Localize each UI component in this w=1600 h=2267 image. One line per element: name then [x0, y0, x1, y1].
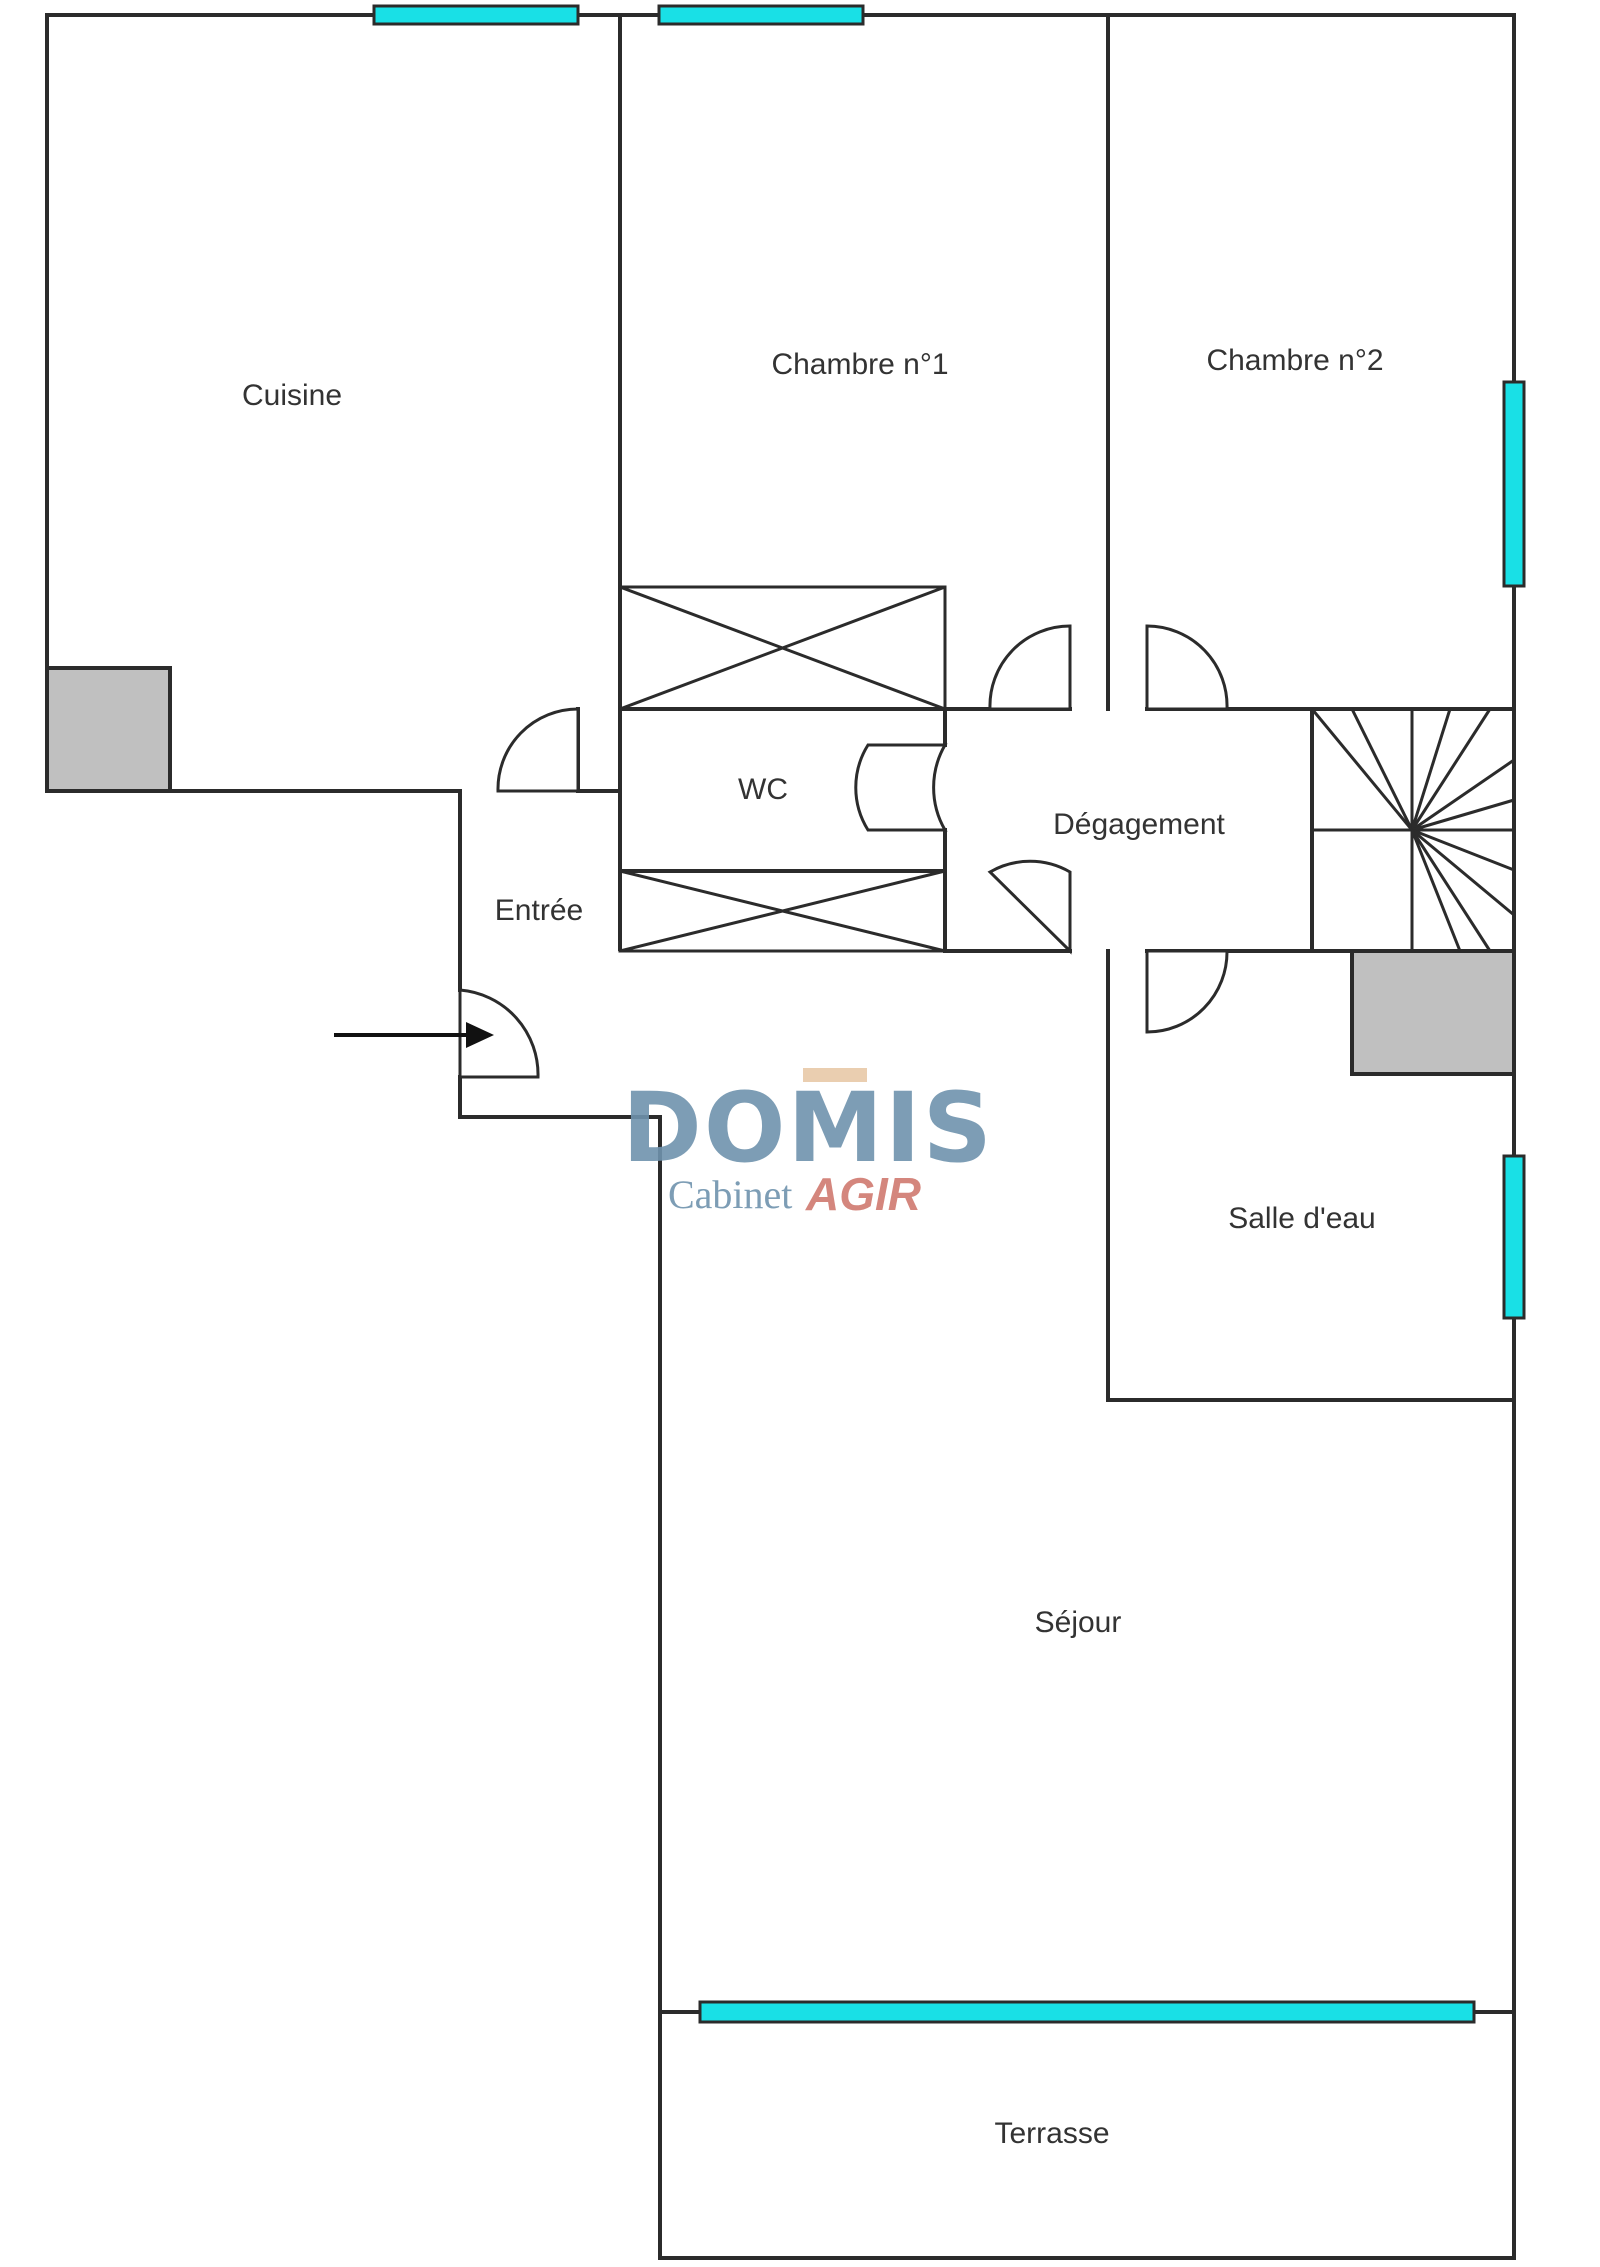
doors	[458, 624, 1229, 1079]
window-chambre1	[657, 4, 865, 26]
duct-salle-deau	[1350, 949, 1516, 1076]
label-sejour: Séjour	[1035, 1606, 1122, 1639]
logo-brand: DOMIS	[622, 1072, 994, 1184]
label-salle-deau: Salle d'eau	[1228, 1202, 1376, 1235]
windows	[372, 4, 1526, 2024]
label-wc: WC	[738, 773, 788, 806]
label-chambre1: Chambre n°1	[771, 348, 948, 381]
window-cuisine	[372, 4, 580, 26]
spiral-staircase-icon	[1310, 708, 1515, 952]
logo-agir: AGIR	[805, 1168, 921, 1220]
closets	[618, 585, 947, 953]
logo-accent-bar	[803, 1068, 867, 1082]
window-sejour	[698, 2000, 1476, 2024]
duct-cuisine	[45, 666, 172, 793]
label-terrasse: Terrasse	[994, 2117, 1109, 2150]
window-chambre2	[1502, 380, 1526, 588]
label-chambre2: Chambre n°2	[1206, 344, 1383, 377]
label-cuisine: Cuisine	[242, 379, 342, 412]
entrance-arrow-icon	[334, 1022, 494, 1048]
label-degagement: Dégagement	[1053, 808, 1225, 841]
window-salle-deau	[1502, 1154, 1526, 1320]
logo-cabinet: Cabinet	[668, 1172, 792, 1217]
label-entree: Entrée	[495, 894, 583, 927]
domis-logo: DOMIS Cabinet AGIR	[622, 1068, 994, 1220]
